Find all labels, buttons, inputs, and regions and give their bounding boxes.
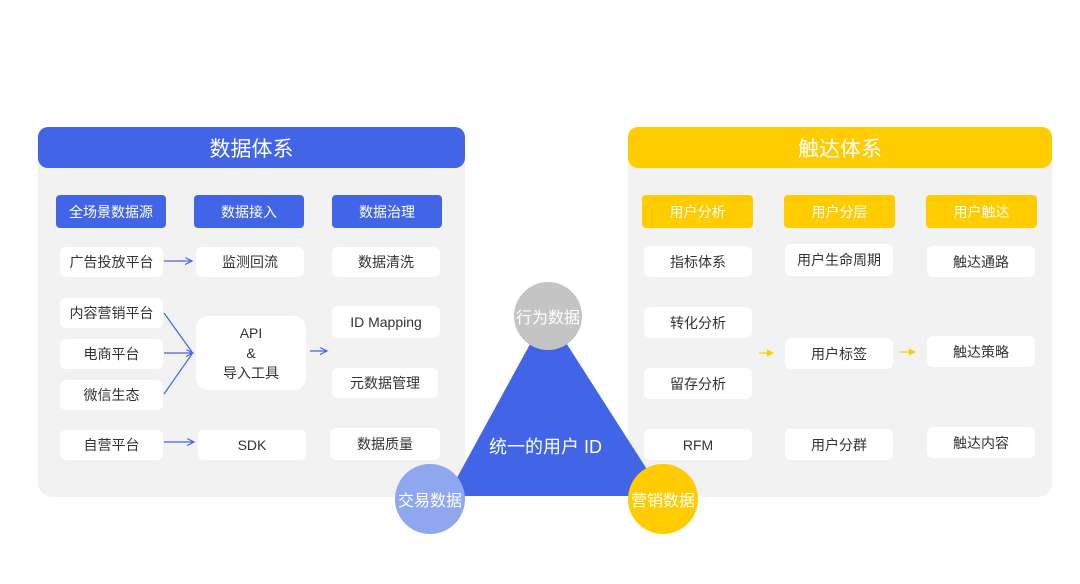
data-system-title: 数据体系 <box>38 127 465 168</box>
transaction-data-circle: 交易数据 <box>395 464 465 534</box>
reach-system-title: 触达体系 <box>628 127 1052 168</box>
source-wechat: 微信生态 <box>60 380 163 410</box>
header-data-ingest: 数据接入 <box>194 195 304 228</box>
header-user-layering: 用户分层 <box>784 195 895 228</box>
arrow-wechat-to-api <box>163 353 193 395</box>
layering-user-tags: 用户标签 <box>785 338 893 369</box>
marketing-data-circle: 营销数据 <box>628 464 698 534</box>
header-user-reach: 用户触达 <box>926 195 1037 228</box>
analysis-metrics: 指标体系 <box>644 246 752 277</box>
governance-data-quality: 数据质量 <box>330 428 440 460</box>
analysis-conversion: 转化分析 <box>644 307 752 338</box>
behavior-data-circle: 行为数据 <box>514 282 582 350</box>
layering-user-groups: 用户分群 <box>785 429 893 460</box>
source-content-marketing: 内容营销平台 <box>60 298 163 328</box>
arrow-content-to-api <box>163 312 193 353</box>
reach-channels: 触达通路 <box>927 246 1035 277</box>
ingest-monitor-backflow: 监测回流 <box>196 247 304 277</box>
governance-metadata: 元数据管理 <box>332 368 438 398</box>
unified-id-triangle <box>447 313 664 496</box>
reach-strategy: 触达策略 <box>927 336 1035 367</box>
analysis-retention: 留存分析 <box>644 368 752 399</box>
header-data-sources: 全场景数据源 <box>56 195 166 228</box>
analysis-rfm: RFM <box>644 429 752 460</box>
source-own-platform: 自营平台 <box>60 430 163 460</box>
header-data-governance: 数据治理 <box>332 195 442 228</box>
source-ecommerce: 电商平台 <box>60 339 163 369</box>
layering-lifecycle: 用户生命周期 <box>785 244 893 276</box>
unified-user-id-label: 统一的用户 ID <box>489 437 603 457</box>
source-ad-platform: 广告投放平台 <box>60 247 163 277</box>
ingest-api-import-tools: API & 导入工具 <box>196 316 306 390</box>
header-user-analysis: 用户分析 <box>642 195 753 228</box>
governance-id-mapping: ID Mapping <box>332 306 440 338</box>
governance-data-cleaning: 数据清洗 <box>332 247 440 277</box>
reach-content: 触达内容 <box>927 427 1035 458</box>
ingest-sdk: SDK <box>198 430 306 460</box>
